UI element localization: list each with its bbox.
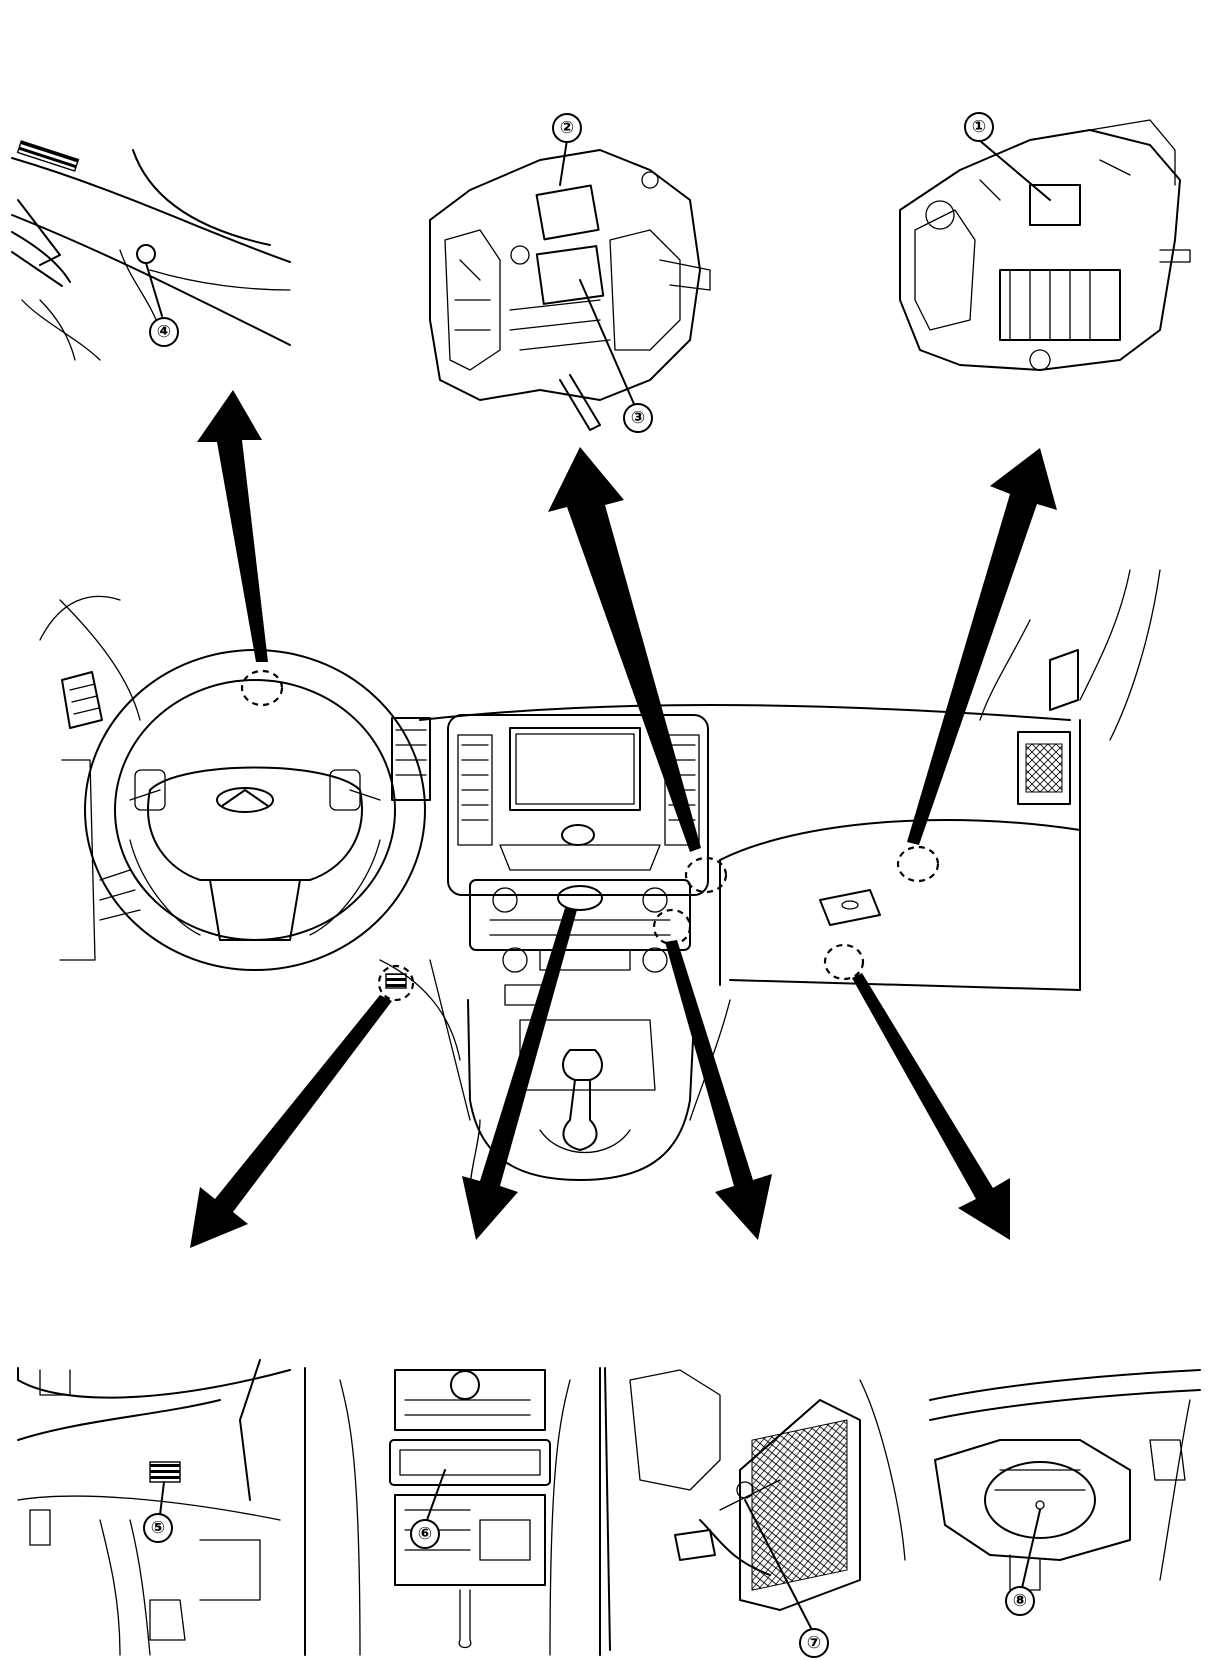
callout-4-label: ④: [157, 322, 171, 342]
callout-2-label: ②: [560, 118, 574, 138]
callout-1: ①: [964, 112, 994, 142]
callout-5: ⑤: [143, 1513, 173, 1543]
callout-7-label: ⑦: [807, 1633, 821, 1653]
callout-3: ③: [623, 403, 653, 433]
arrow-bottom-left: [190, 995, 392, 1248]
callout-1-label: ①: [972, 117, 986, 137]
callout-8-label: ⑧: [1013, 1591, 1027, 1611]
dashboard-overview: [39, 569, 1161, 1191]
callout-3-label: ③: [631, 408, 645, 428]
inset-bottom-2-center-stack: [304, 1367, 601, 1656]
arrow-top-center: [548, 447, 701, 852]
arrow-bottom-center-left: [462, 908, 577, 1240]
arrow-bottom-center-right: [665, 940, 772, 1240]
inset-top-center-hvac-unit: [429, 139, 711, 431]
arrow-top-left: [197, 390, 268, 662]
callout-8: ⑧: [1005, 1586, 1035, 1616]
inset-bottom-4-blower: [929, 1369, 1201, 1591]
inset-top-left-dash-top: [11, 140, 291, 361]
callout-7: ⑦: [799, 1628, 829, 1658]
inset-bottom-1-lower-dash: [17, 1359, 291, 1656]
callout-4: ④: [149, 317, 179, 347]
arrow-top-right: [907, 448, 1057, 845]
inset-top-right-hvac-unit: [899, 119, 1191, 371]
leader-arrows: [190, 390, 1057, 1248]
callout-5-label: ⑤: [151, 1518, 165, 1538]
callout-2: ②: [552, 113, 582, 143]
arrow-bottom-right: [852, 973, 1010, 1240]
callout-6: ⑥: [410, 1519, 440, 1549]
callout-6-label: ⑥: [418, 1524, 432, 1544]
inset-bottom-3-filter: [604, 1367, 906, 1651]
